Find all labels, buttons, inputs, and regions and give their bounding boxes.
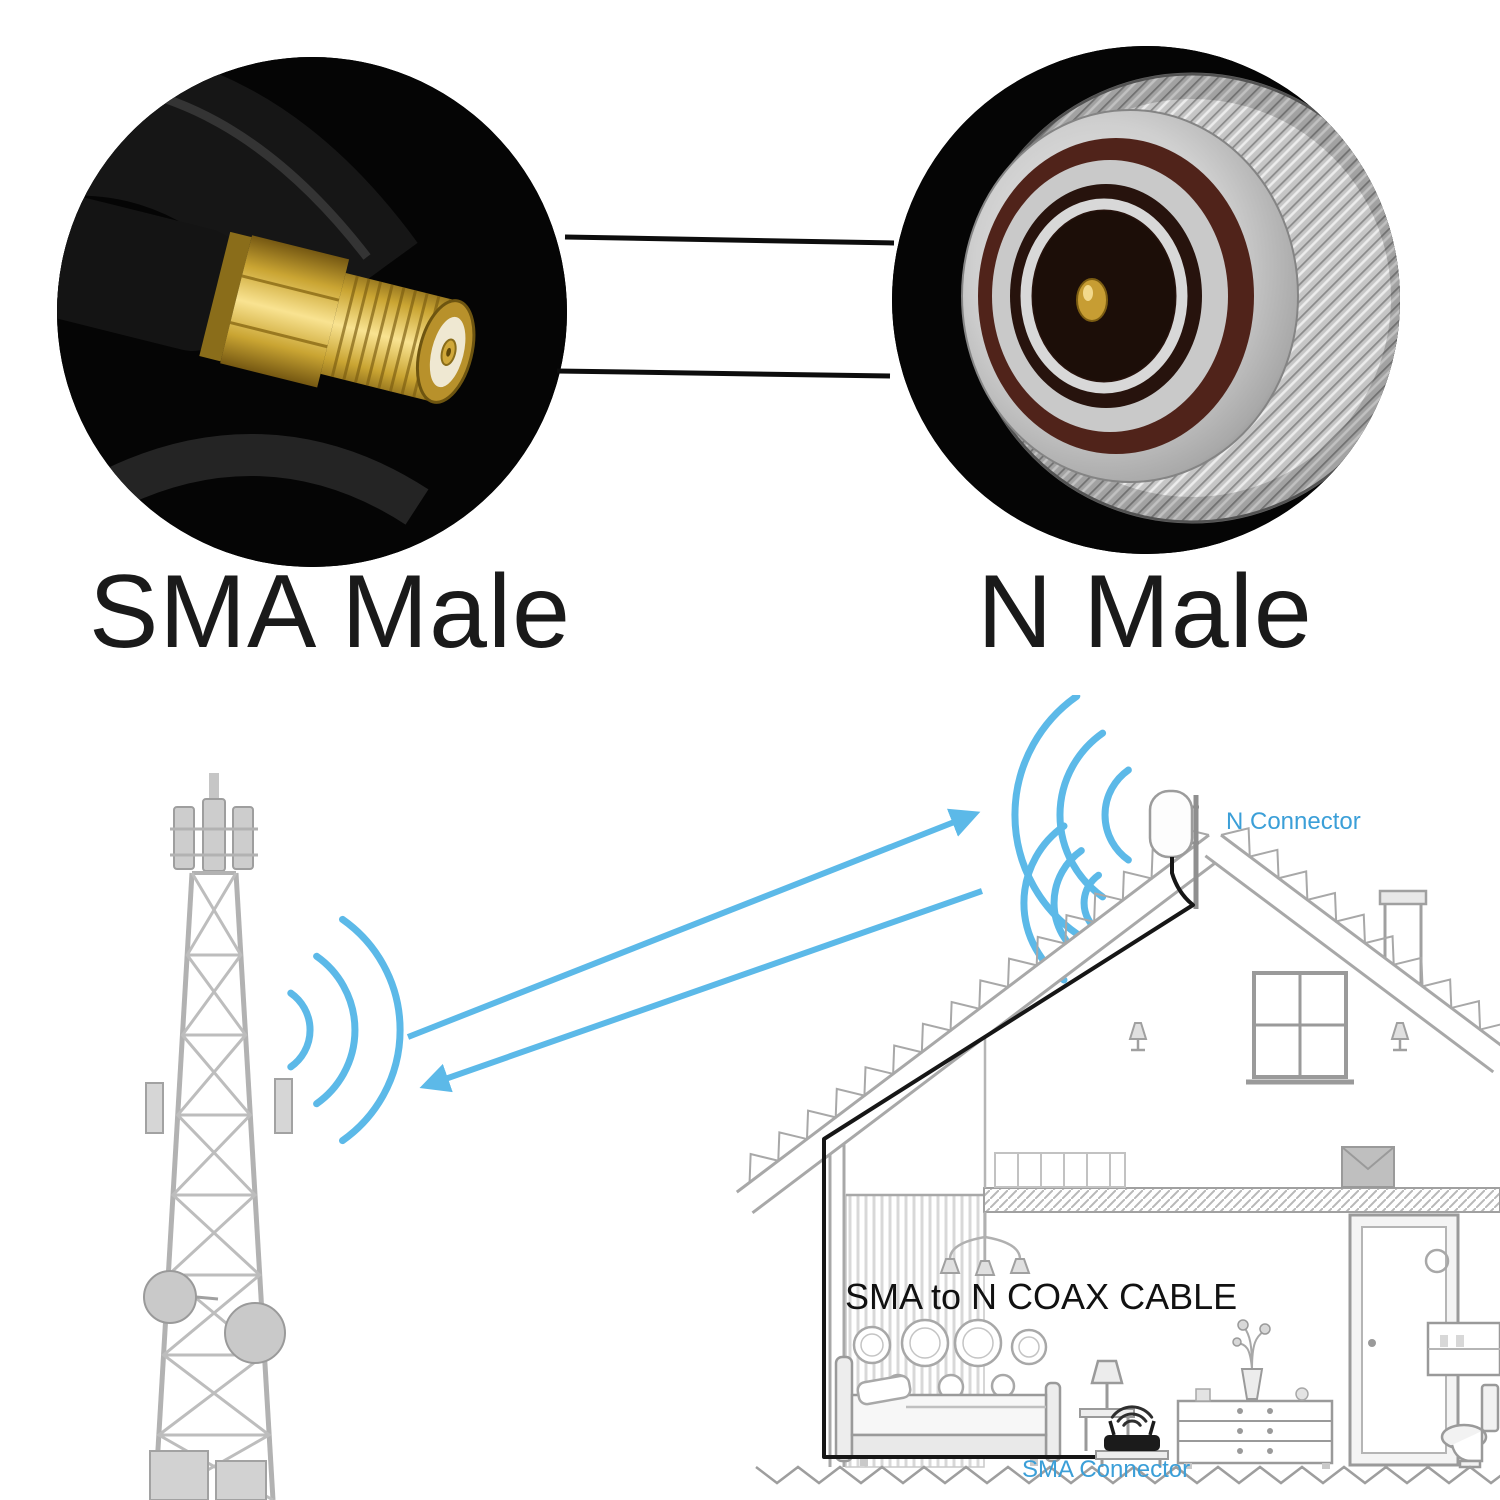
roof-right [1204,826,1500,1074]
chimney-icon [1378,889,1428,1003]
roof-left [735,827,1226,1215]
n-male-label: N Male [977,554,1313,670]
wall-sconce-icon [1390,1022,1410,1052]
picture-frame-icon [1341,1146,1395,1188]
signal-arrow-to-antenna-icon [406,808,981,1040]
window-icon [1246,971,1354,1085]
sma-male-connector-art [57,57,567,567]
cell-tower-icon [143,773,293,1500]
n-male-connector-art [892,46,1400,554]
bed-icon [834,1355,1062,1466]
n-male-connector-photo [892,46,1400,554]
antenna-signal-waves-icon [1011,695,1132,984]
flower-vase-icon [1232,1319,1271,1400]
inner-barrel [1020,198,1188,394]
sma-connector-label: SMA Connector [1022,1456,1190,1483]
dresser-icon [1176,1387,1334,1469]
n-connector-label: N Connector [1226,808,1361,835]
router-signal-icon [1110,1405,1154,1427]
wall-sconce-icon [1128,1022,1148,1052]
hex-nut [220,235,350,388]
bathroom-cabinet-icon [1426,1321,1500,1377]
nightstand-lamp-icon [1079,1359,1135,1451]
chandelier-icon [939,1212,1031,1276]
cable-top-edge [564,234,895,246]
router-stand [1095,1450,1169,1467]
router-icon [1104,1420,1160,1451]
outdoor-antenna-icon [1148,789,1199,909]
floor-slab [983,1187,1500,1213]
house-illustration: N Connector SMA to N COAX CABLE SMA Conn… [735,789,1500,1485]
wall-plates-icon [852,1318,1048,1401]
tower-signal-waves-icon [287,915,404,1145]
coax-cable-label: SMA to N COAX CABLE [845,1276,1237,1317]
usage-scene: N Connector SMA to N COAX CABLE SMA Conn… [143,695,1500,1500]
microwave-drum-icon [224,1302,286,1364]
cable-shadow [86,433,429,525]
towel-ring-icon [1424,1248,1450,1274]
signal-arrow-to-tower-icon [419,888,983,1093]
sma-connector-body [57,197,476,404]
wallpaper [845,1194,985,1468]
microwave-drum-icon [143,1270,197,1324]
sma-male-connector-photo [57,57,567,567]
cable-bottom-edge [556,368,891,379]
toilet-icon [1440,1383,1500,1469]
radiator-icon [994,1152,1126,1188]
sma-male-label: SMA Male [89,554,571,670]
center-pin [1076,278,1108,322]
torn-edge [755,1465,1500,1485]
coax-cable-line [822,857,1195,1459]
door-icon [1348,1213,1460,1467]
